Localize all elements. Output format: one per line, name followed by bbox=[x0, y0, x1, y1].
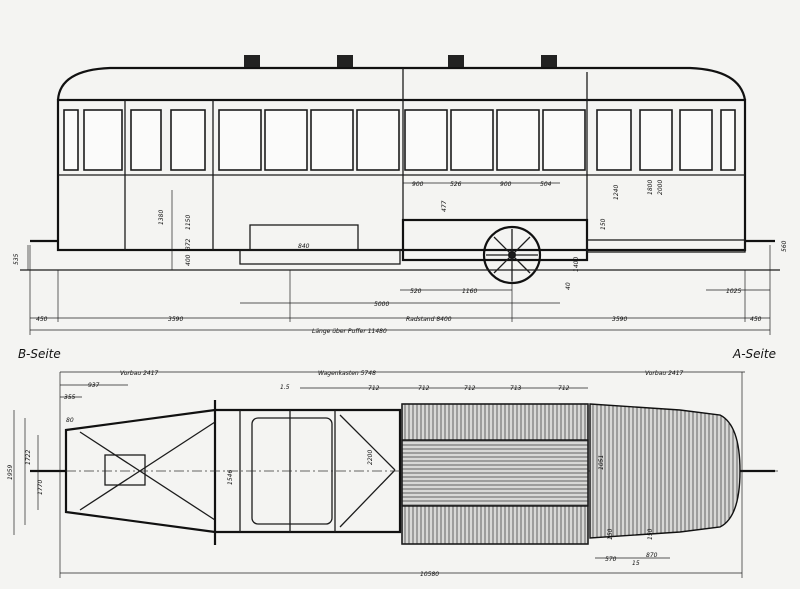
dim-label: 150 bbox=[607, 528, 614, 540]
dim-label: 1770 bbox=[37, 480, 44, 495]
dim-label: 1160 bbox=[462, 288, 477, 295]
dim-label: 1.5 bbox=[280, 384, 290, 391]
dim-label: 2000 bbox=[657, 180, 664, 195]
dim-label: Vorbau 2417 bbox=[645, 370, 684, 377]
dim-label: 712 bbox=[418, 385, 430, 392]
dim-label: 1722 bbox=[25, 450, 32, 465]
dim-label: Länge über Puffer 11480 bbox=[312, 328, 387, 335]
dim-label: 712 bbox=[464, 385, 476, 392]
dim-label: 355 bbox=[64, 394, 76, 401]
dim-label: 900 bbox=[412, 181, 424, 188]
side-elevation: 900 526 900 504 1380 1150 372 400 535 84… bbox=[13, 55, 788, 335]
dim-label: 900 bbox=[500, 181, 512, 188]
dim-label: 520 bbox=[410, 288, 422, 295]
roof bbox=[56, 66, 747, 101]
dim-label: 400 bbox=[185, 254, 192, 266]
dim-label: 150 bbox=[647, 528, 654, 540]
dim-label: 535 bbox=[13, 253, 20, 265]
dim-label: 80 bbox=[66, 417, 74, 424]
dim-label: 1150 bbox=[185, 215, 192, 230]
b-side-label: B-Seite bbox=[18, 347, 61, 361]
dim-label: 570 bbox=[605, 556, 617, 563]
dim-label: 3590 bbox=[612, 316, 627, 323]
plan-view: Vorbau 2417 Wagenkasten 5748 Vorbau 2417… bbox=[7, 370, 780, 578]
dim-label: 1400 bbox=[573, 257, 580, 272]
dim-label: 504 bbox=[540, 181, 552, 188]
dim-label: 1380 bbox=[158, 210, 165, 225]
dim-label: 450 bbox=[750, 316, 762, 323]
dim-label: 712 bbox=[368, 385, 380, 392]
roof-lamps bbox=[244, 55, 557, 67]
dim-label: 5000 bbox=[374, 301, 389, 308]
dim-label: 560 bbox=[781, 240, 788, 252]
a-side-label: A-Seite bbox=[732, 347, 776, 361]
dim-label: 870 bbox=[646, 552, 658, 559]
dim-label: 1546 bbox=[227, 470, 234, 485]
dim-label: 372 bbox=[185, 238, 192, 250]
passenger-floor bbox=[401, 403, 741, 545]
dim-label: Radstand 8400 bbox=[406, 316, 452, 323]
dim-label: 10580 bbox=[420, 571, 439, 578]
height-dimensions: 1380 1150 372 400 535 840 477 1240 1800 … bbox=[13, 180, 788, 290]
width-dimensions: 1959 1722 1770 80 1546 2200 1051 1.5 150… bbox=[7, 372, 743, 578]
dim-label: 712 bbox=[558, 385, 570, 392]
dim-label: 840 bbox=[298, 243, 310, 250]
dim-label: 713 bbox=[510, 385, 522, 392]
dim-label: 15 bbox=[632, 560, 640, 567]
dim-label: 1959 bbox=[7, 465, 14, 480]
length-dimensions: 520 1160 1025 5000 450 3590 Radstand 840… bbox=[29, 245, 771, 335]
dim-label: 2200 bbox=[367, 450, 374, 465]
dim-label: 1025 bbox=[726, 288, 741, 295]
dim-label: 450 bbox=[36, 316, 48, 323]
dim-label: 937 bbox=[88, 382, 100, 389]
dim-label: 1051 bbox=[598, 455, 605, 470]
dim-label: 40 bbox=[565, 282, 572, 290]
dim-label: 3590 bbox=[168, 316, 183, 323]
dim-label: Vorbau 2417 bbox=[120, 370, 159, 377]
undercarriage bbox=[30, 218, 775, 265]
dim-label: 1800 bbox=[647, 180, 654, 195]
dim-label: 526 bbox=[450, 181, 462, 188]
dim-label: 1240 bbox=[613, 185, 620, 200]
dim-label: 477 bbox=[441, 200, 448, 212]
dim-label: 150 bbox=[600, 218, 607, 230]
windows bbox=[63, 109, 736, 171]
dim-label: Wagenkasten 5748 bbox=[318, 370, 376, 377]
